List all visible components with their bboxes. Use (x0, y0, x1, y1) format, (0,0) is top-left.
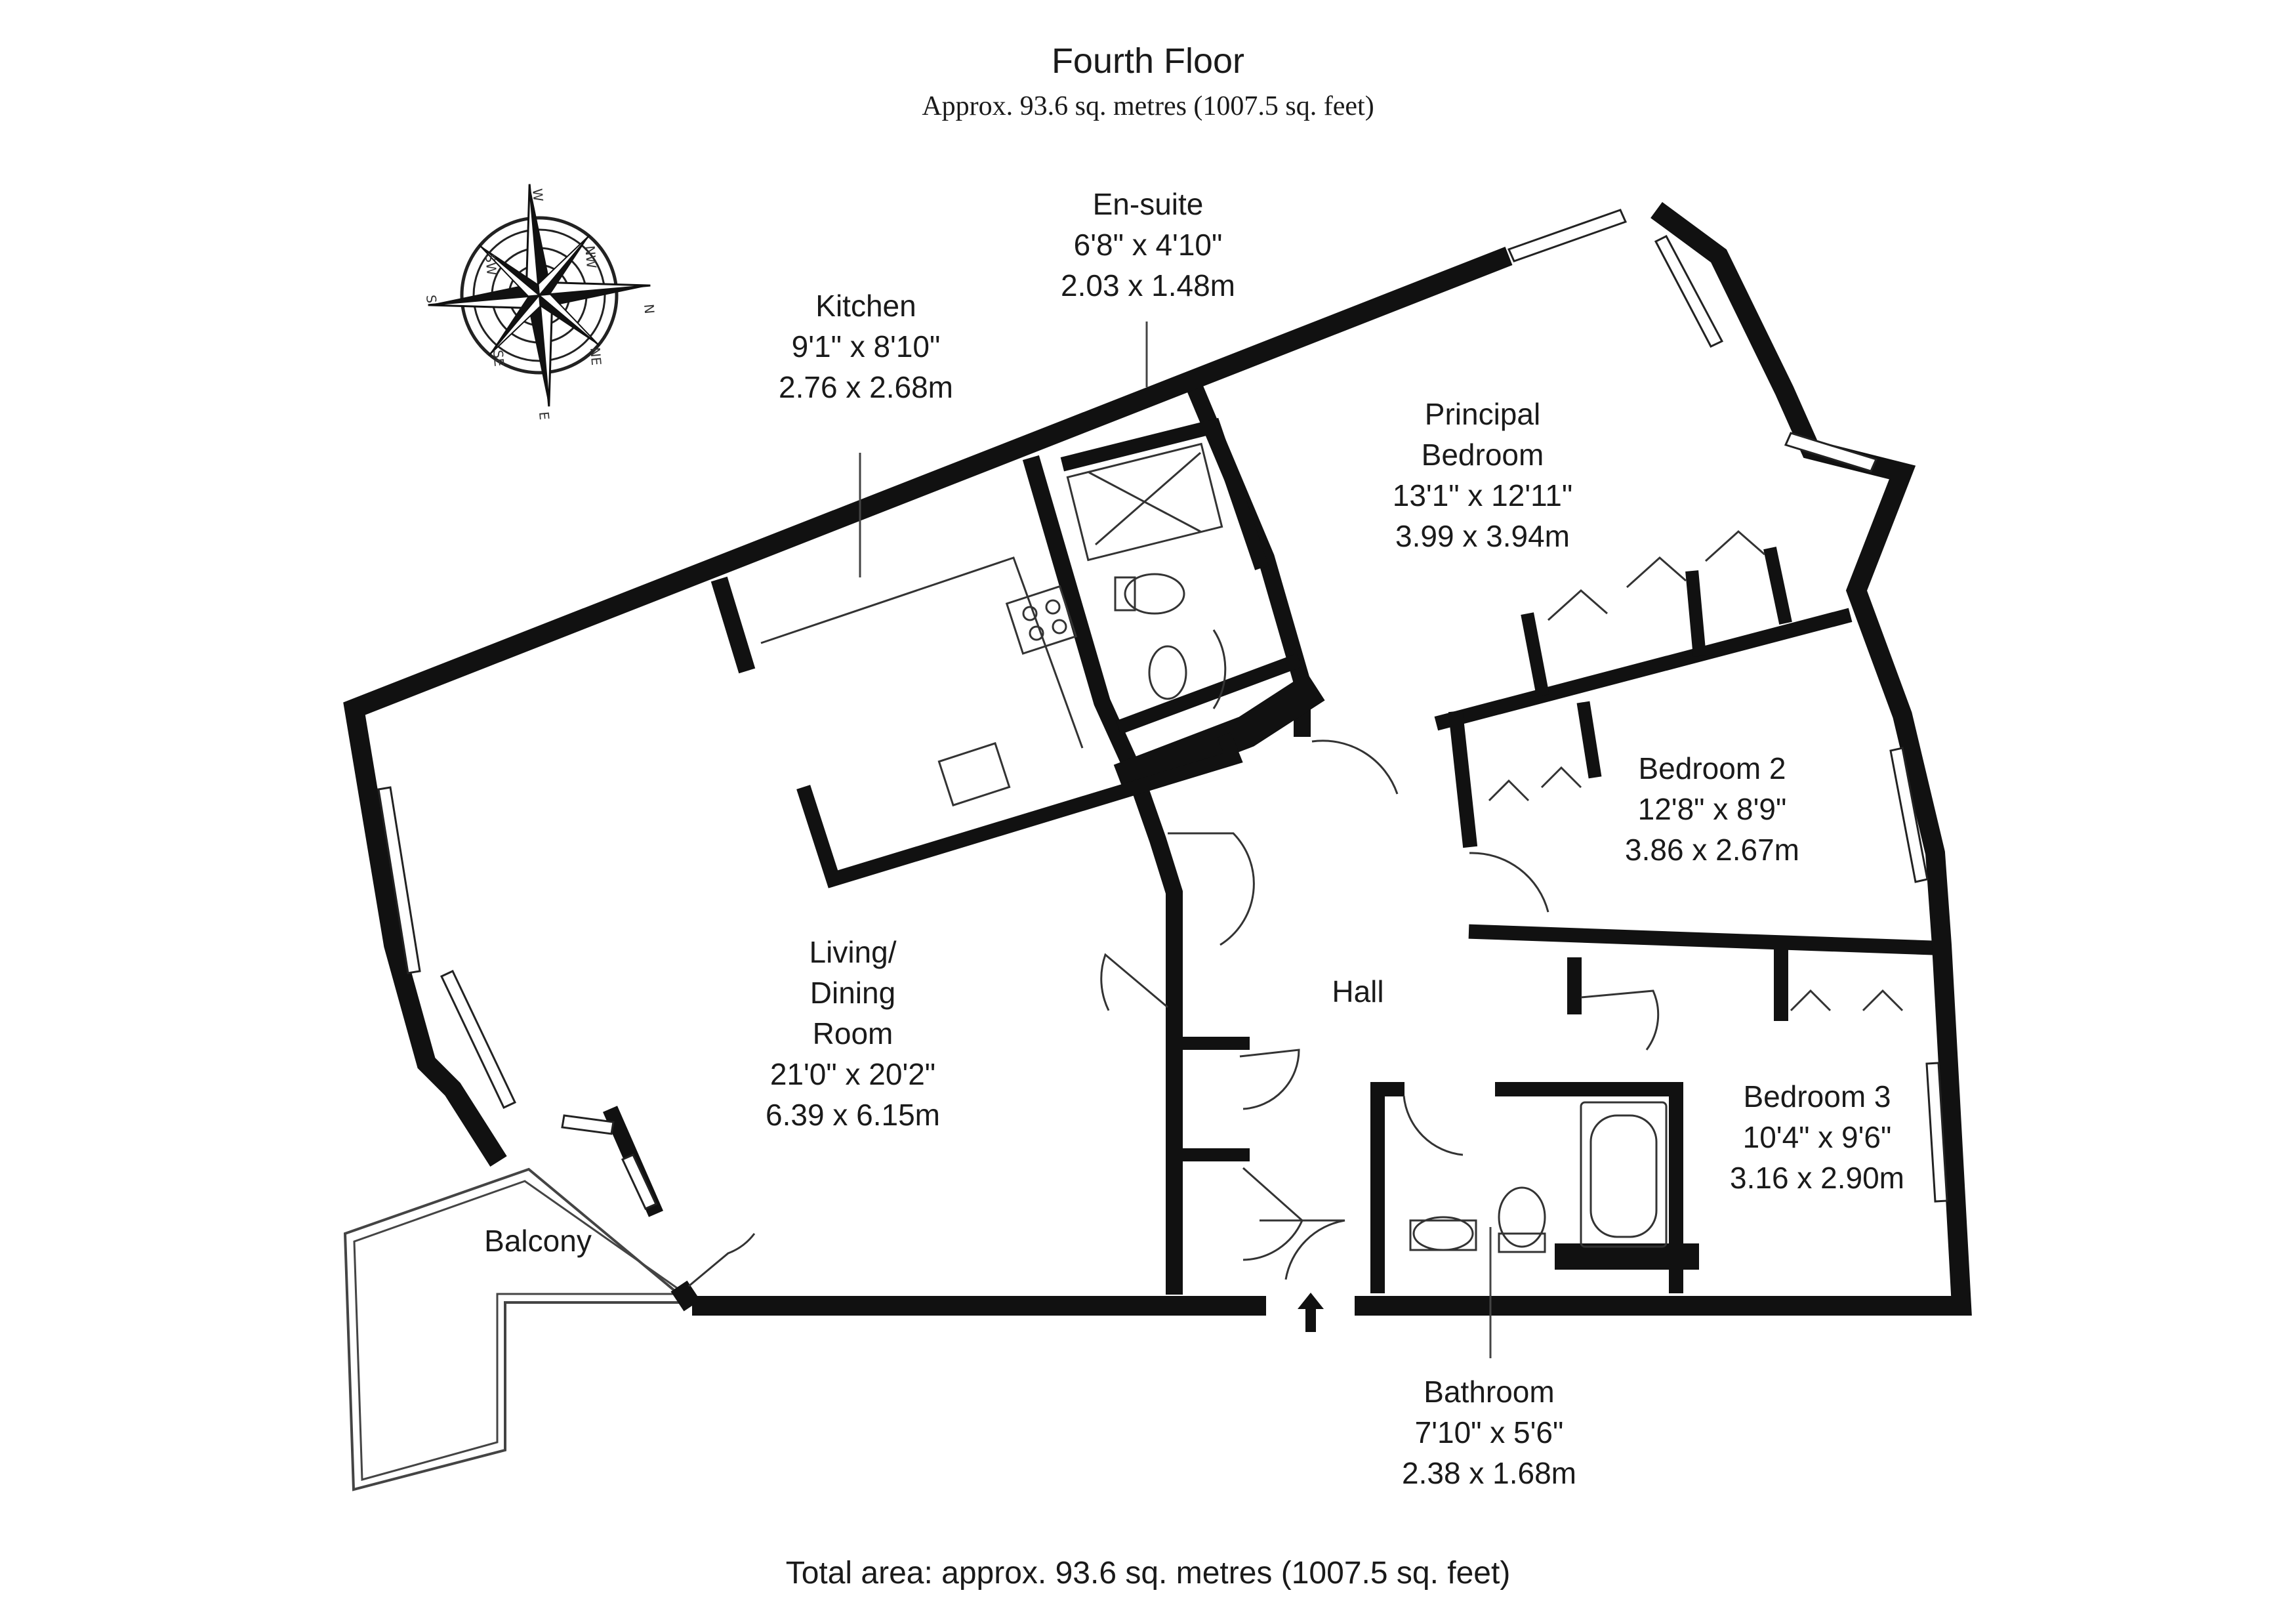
compass-e: E (536, 411, 552, 421)
page-title: Fourth Floor (1051, 41, 1245, 81)
compass-se: SE (490, 349, 507, 367)
room-name: Living/ (809, 935, 897, 969)
room-name: Room (812, 1016, 893, 1051)
room-imperial: 10'4" x 9'6" (1742, 1120, 1892, 1154)
room-label-bedroom-2: Bedroom 2 12'8" x 8'9" 3.86 x 2.67m (1601, 748, 1824, 870)
room-label-hall: Hall (1286, 971, 1430, 1012)
room-label-balcony: Balcony (459, 1220, 617, 1261)
room-name: Principal (1424, 397, 1541, 431)
ensuite-fittings (1066, 442, 1223, 700)
room-name: Bedroom 3 (1743, 1079, 1891, 1114)
room-imperial: 9'1" x 8'10" (791, 329, 941, 364)
room-metric: 6.39 x 6.15m (766, 1098, 940, 1132)
page-subtitle: Approx. 93.6 sq. metres (1007.5 sq. feet… (922, 91, 1374, 121)
compass-n: N (641, 303, 657, 314)
room-name: Bedroom 2 (1638, 751, 1786, 785)
room-imperial: 12'8" x 8'9" (1637, 792, 1787, 826)
room-name: Bedroom (1421, 438, 1544, 472)
room-name: Bathroom (1424, 1375, 1555, 1409)
total-area-caption: Total area: approx. 93.6 sq. metres (100… (785, 1556, 1511, 1591)
leader-lines (859, 322, 1492, 1358)
room-label-living-dining: Living/ Dining Room 21'0" x 20'2" 6.39 x… (741, 932, 964, 1135)
room-metric: 2.76 x 2.68m (779, 370, 953, 404)
room-metric: 3.16 x 2.90m (1730, 1161, 1904, 1195)
room-label-ensuite: En-suite 6'8" x 4'10" 2.03 x 1.48m (1036, 184, 1260, 306)
room-imperial: 7'10" x 5'6" (1414, 1415, 1564, 1449)
wardrobes (1488, 530, 1904, 1012)
room-name: Dining (810, 976, 896, 1010)
room-metric: 3.86 x 2.67m (1625, 833, 1799, 867)
compass-rose: W N E S NW NE SE SW (423, 184, 657, 421)
room-label-bathroom: Bathroom 7'10" x 5'6" 2.38 x 1.68m (1378, 1371, 1601, 1493)
compass-sw: SW (482, 253, 500, 276)
room-name: Kitchen (815, 289, 916, 323)
entrance-arrow-icon (1298, 1293, 1324, 1332)
bathroom-fittings (1409, 1101, 1668, 1253)
room-imperial: 13'1" x 12'11" (1392, 478, 1573, 512)
room-name: Hall (1332, 974, 1384, 1009)
room-metric: 2.03 x 1.48m (1061, 268, 1235, 302)
room-imperial: 6'8" x 4'10" (1073, 228, 1223, 262)
room-name: En-suite (1092, 187, 1204, 221)
door-swings (688, 629, 1660, 1287)
room-label-kitchen: Kitchen 9'1" x 8'10" 2.76 x 2.68m (761, 285, 971, 407)
interior-walls (710, 382, 1950, 1295)
room-label-bedroom-3: Bedroom 3 10'4" x 9'6" 3.16 x 2.90m (1706, 1076, 1929, 1198)
kitchen-units (760, 556, 1084, 807)
room-metric: 2.38 x 1.68m (1402, 1456, 1576, 1490)
compass-s: S (423, 294, 440, 304)
room-imperial: 21'0" x 20'2" (769, 1057, 936, 1091)
compass-w: W (529, 188, 546, 202)
balcony-outline (343, 1167, 693, 1491)
windows (377, 209, 1948, 1210)
room-metric: 3.99 x 3.94m (1395, 519, 1570, 553)
room-name: Balcony (484, 1224, 592, 1258)
compass-ne: NE (587, 346, 604, 366)
compass-nw: NW (582, 245, 600, 269)
room-label-principal-bedroom: Principal Bedroom 13'1" x 12'11" 3.99 x … (1364, 394, 1601, 556)
